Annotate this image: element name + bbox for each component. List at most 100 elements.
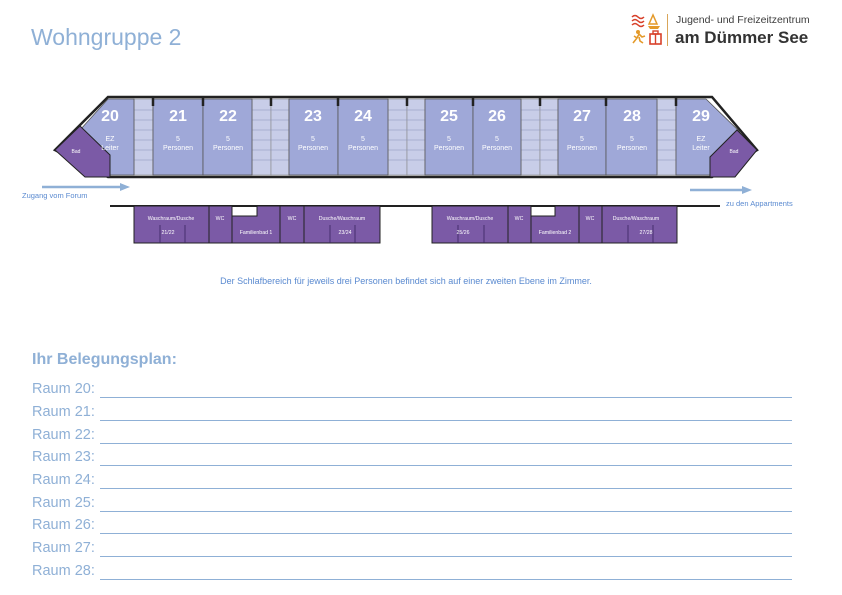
bath-label: Waschraum/Dusche bbox=[148, 216, 195, 222]
room-label-1: EZ bbox=[697, 136, 707, 143]
raum-label: Raum 27: bbox=[32, 540, 95, 556]
room-22 bbox=[202, 98, 253, 176]
raum-label: Raum 21: bbox=[32, 404, 95, 420]
room-label-2: Personen bbox=[348, 145, 378, 152]
raum-row: Raum 27: bbox=[32, 540, 792, 560]
room-number: 28 bbox=[623, 108, 641, 125]
bad-right bbox=[709, 129, 758, 178]
room-label-2: Personen bbox=[298, 145, 328, 152]
appartments-label: zu den Appartments bbox=[726, 199, 793, 208]
room-label-1: 5 bbox=[361, 136, 365, 143]
room-label-1: 5 bbox=[176, 136, 180, 143]
bad-label: Bad bbox=[730, 149, 739, 155]
rooms bbox=[152, 98, 658, 176]
raum-row: Raum 20: bbox=[32, 381, 792, 401]
bath-labels: Waschraum/Dusche 21/22 WC Familienbad 1 … bbox=[148, 216, 660, 236]
raum-label: Raum 25: bbox=[32, 495, 95, 511]
raum-fill-line[interactable] bbox=[100, 465, 792, 466]
room-label-1: EZ bbox=[106, 136, 116, 143]
room-26 bbox=[472, 98, 522, 176]
bath-divisions bbox=[159, 225, 654, 243]
bath-label: Dusche/Waschraum bbox=[319, 216, 366, 222]
raum-row: Raum 23: bbox=[32, 449, 792, 469]
room-24 bbox=[337, 98, 389, 176]
page-title: Wohngruppe 2 bbox=[31, 24, 182, 50]
raum-label: Raum 26: bbox=[32, 517, 95, 533]
bath-label: WC bbox=[515, 216, 524, 222]
bath-label: Waschraum/Dusche bbox=[447, 216, 494, 222]
room-label-2: Personen bbox=[567, 145, 597, 152]
wall-ticks bbox=[151, 97, 678, 106]
bath-label: 21/22 bbox=[162, 230, 175, 236]
access-arrows bbox=[42, 183, 752, 194]
raum-label: Raum 24: bbox=[32, 472, 95, 488]
raum-row: Raum 24: bbox=[32, 472, 792, 492]
room-label-2: Leiter bbox=[101, 145, 119, 152]
room-number: 26 bbox=[488, 108, 506, 125]
raum-label: Raum 28: bbox=[32, 563, 95, 579]
bath-block-right bbox=[431, 205, 678, 244]
raum-fill-line[interactable] bbox=[100, 420, 792, 421]
raum-fill-line[interactable] bbox=[100, 488, 792, 489]
room-number: 29 bbox=[692, 108, 710, 125]
belegungsplan-title: Ihr Belegungsplan: bbox=[32, 351, 177, 368]
room-number: 25 bbox=[440, 108, 458, 125]
raum-row: Raum 22: bbox=[32, 427, 792, 447]
room-27 bbox=[557, 98, 607, 176]
stair-areas bbox=[133, 98, 677, 176]
raum-row: Raum 21: bbox=[32, 404, 792, 424]
raum-fill-line[interactable] bbox=[100, 556, 792, 557]
room-label-2: Personen bbox=[163, 145, 193, 152]
room-numbers: 20 21 22 23 24 25 26 27 28 29 bbox=[101, 108, 710, 125]
room-21 bbox=[152, 98, 204, 176]
room-number: 22 bbox=[219, 108, 237, 125]
room-28 bbox=[605, 98, 658, 176]
bath-label: 23/24 bbox=[339, 230, 352, 236]
raum-fill-line[interactable] bbox=[100, 443, 792, 444]
room-number: 20 bbox=[101, 108, 119, 125]
raum-label: Raum 20: bbox=[32, 381, 95, 397]
logo-line-1: Jugend- und Freizeitzentrum bbox=[676, 14, 810, 26]
raum-row: Raum 25: bbox=[32, 495, 792, 515]
room-number: 23 bbox=[304, 108, 322, 125]
floorplan-caption: Der Schlafbereich für jeweils drei Perso… bbox=[220, 276, 592, 286]
room-labels: EZ Leiter 5 Personen 5 Personen 5 Person… bbox=[72, 136, 739, 155]
raum-row: Raum 26: bbox=[32, 517, 792, 537]
room-23 bbox=[288, 98, 339, 176]
room-label-1: 5 bbox=[447, 136, 451, 143]
floorplan: 20 21 22 23 24 25 26 27 28 29 EZ Leiter … bbox=[22, 95, 793, 244]
room-number: 21 bbox=[169, 108, 187, 125]
raum-label: Raum 22: bbox=[32, 427, 95, 443]
raum-fill-line[interactable] bbox=[100, 397, 792, 398]
bath-block-left bbox=[133, 205, 381, 244]
raum-fill-line[interactable] bbox=[100, 533, 792, 534]
stair-hatching bbox=[134, 109, 676, 161]
bath-label: Dusche/Waschraum bbox=[613, 216, 660, 222]
zugang-label: Zugang vom Forum bbox=[22, 191, 87, 200]
room-label-1: 5 bbox=[580, 136, 584, 143]
room-number: 24 bbox=[354, 108, 372, 125]
room-label-2: Personen bbox=[617, 145, 647, 152]
bath-label: WC bbox=[216, 216, 225, 222]
bath-label: WC bbox=[288, 216, 297, 222]
room-number: 27 bbox=[573, 108, 591, 125]
bath-label: Familienbad 2 bbox=[539, 230, 572, 236]
room-label-1: 5 bbox=[630, 136, 634, 143]
room-label-2: Personen bbox=[482, 145, 512, 152]
raum-fill-line[interactable] bbox=[100, 511, 792, 512]
bath-label: 27/28 bbox=[640, 230, 653, 236]
room-25 bbox=[424, 98, 474, 176]
bath-label: 25/26 bbox=[457, 230, 470, 236]
logo: Jugend- und Freizeitzentrum am Dümmer Se… bbox=[630, 12, 820, 52]
raum-fill-line[interactable] bbox=[100, 579, 792, 580]
bad-left bbox=[54, 125, 111, 178]
room-label-2: Leiter bbox=[692, 145, 710, 152]
logo-line-2: am Dümmer See bbox=[675, 28, 809, 47]
room-label-1: 5 bbox=[495, 136, 499, 143]
bath-label: Familienbad 1 bbox=[240, 230, 273, 236]
logo-divider bbox=[667, 14, 668, 46]
bath-label: WC bbox=[586, 216, 595, 222]
room-label-2: Personen bbox=[213, 145, 243, 152]
raum-label: Raum 23: bbox=[32, 449, 95, 465]
room-label-1: 5 bbox=[226, 136, 230, 143]
